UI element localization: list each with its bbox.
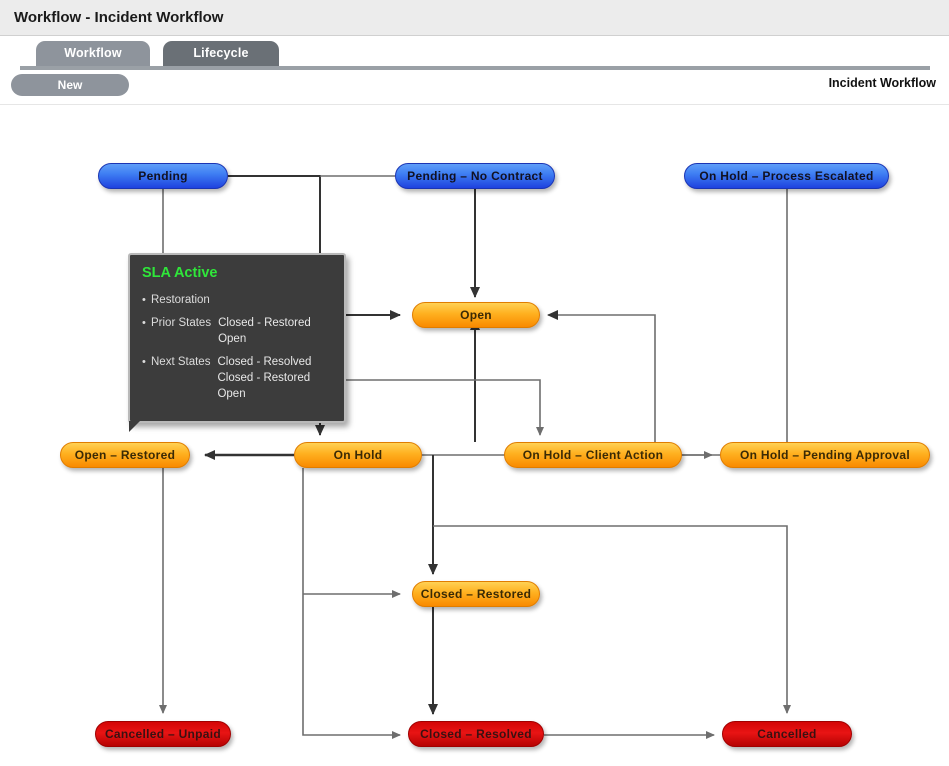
node-on-hold-pending-approval[interactable]: On Hold – Pending Approval [720, 442, 930, 468]
diagram-heading: Incident Workflow [828, 76, 936, 90]
tooltip-row-restoration: • Restoration [142, 292, 334, 308]
tooltip-row-prior-states: • Prior States Closed - Restored Open [142, 315, 334, 347]
tooltip-value: Open [218, 333, 247, 345]
sla-active-tooltip: SLA Active • Restoration • Prior States … [128, 253, 346, 432]
node-open[interactable]: Open [412, 302, 540, 328]
tooltip-row-label: Restoration [151, 294, 210, 306]
workflow-edges [159, 175, 791, 739]
node-on-hold[interactable]: On Hold [294, 442, 422, 468]
tooltip-title: SLA Active [142, 265, 218, 281]
tab-lifecycle[interactable]: Lifecycle [163, 41, 279, 68]
node-on-hold-client-action[interactable]: On Hold – Client Action [504, 442, 682, 468]
window-title: Workflow - Incident Workflow [14, 9, 224, 26]
node-pending[interactable]: Pending [98, 163, 228, 189]
node-open-restored[interactable]: Open – Restored [60, 442, 190, 468]
node-closed-resolved[interactable]: Closed – Resolved [408, 721, 544, 747]
node-on-hold-process-escalated[interactable]: On Hold – Process Escalated [684, 163, 889, 189]
tooltip-value: Closed - Restored [218, 317, 311, 329]
tooltip-row-next-states: • Next States Closed - Resolved Closed -… [142, 354, 334, 402]
bullet-icon: • [142, 317, 146, 329]
tab-workflow[interactable]: Workflow [36, 41, 150, 68]
tooltip-value: Closed - Resolved [217, 356, 312, 368]
node-pending-no-contract[interactable]: Pending – No Contract [395, 163, 555, 189]
tooltip-value: Open [217, 388, 246, 400]
tooltip-row-label: Prior States [151, 317, 212, 329]
tooltip-row-values: Closed - Restored Open [218, 315, 311, 347]
tab-underline-rule [20, 66, 930, 70]
bullet-icon: • [142, 356, 146, 368]
new-button[interactable]: New [11, 74, 129, 96]
node-cancelled[interactable]: Cancelled [722, 721, 852, 747]
bullet-icon: • [142, 294, 146, 306]
node-cancelled-unpaid[interactable]: Cancelled – Unpaid [95, 721, 231, 747]
toolbar: New Incident Workflow [0, 71, 949, 103]
tooltip-pointer-tail [129, 421, 140, 432]
tooltip-value: Closed - Restored [217, 372, 311, 384]
window-titlebar: Workflow - Incident Workflow [0, 0, 949, 36]
tooltip-row-label: Next States [151, 356, 211, 368]
workflow-diagram-canvas[interactable]: Pending Pending – No Contract On Hold – … [0, 104, 949, 766]
tab-strip: Workflow Lifecycle [0, 36, 949, 68]
node-closed-restored[interactable]: Closed – Restored [412, 581, 540, 607]
tooltip-row-values: Closed - Resolved Closed - Restored Open [217, 354, 311, 402]
